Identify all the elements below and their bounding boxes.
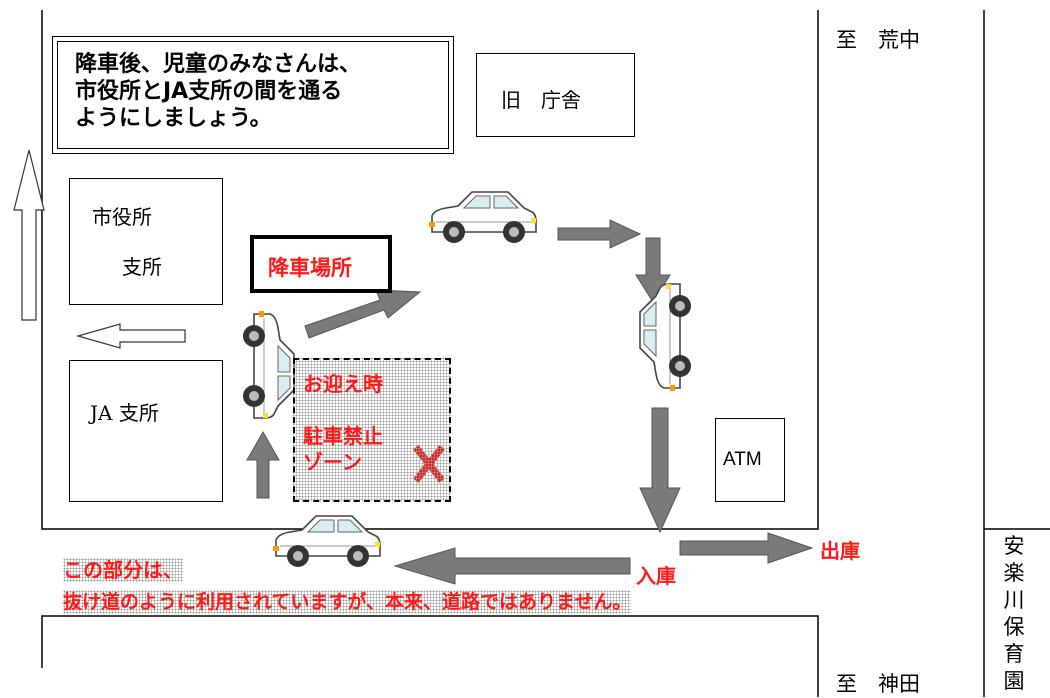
arrow-left-long-icon: [393, 547, 631, 585]
old-office-building: 旧 庁舎: [476, 53, 635, 137]
no-parking-line-3: ゾーン: [303, 450, 362, 474]
ja-branch-label: JA 支所: [90, 401, 159, 425]
car-icon: [428, 191, 537, 244]
ja-branch-building: JA 支所: [69, 360, 223, 502]
nursery-label: 安 楽 川 保 育 園: [1003, 534, 1025, 693]
dropoff-sign: 降車場所: [250, 235, 392, 293]
dropoff-label: 降車場所: [268, 256, 352, 280]
arrow-exit-icon: [679, 532, 814, 564]
city-hall-building: 市役所 支所: [69, 178, 223, 305]
no-parking-zone: お迎え時 駐車禁止 ゾーン: [293, 358, 451, 502]
notice-line-2: 市役所とJA支所の間を通る: [75, 79, 343, 104]
entry-label: 入庫: [636, 564, 676, 588]
road-to-aranaka: 至 荒中: [836, 28, 920, 52]
block-outline: [41, 10, 1050, 697]
atm-label: ATM: [723, 449, 762, 470]
city-hall-label: 市役所: [92, 205, 152, 229]
no-parking-line-2: 駐車禁止: [303, 424, 383, 448]
road-to-kanda: 至 神田: [836, 672, 920, 696]
car-icon: [272, 515, 381, 568]
car-icon: [242, 310, 295, 419]
notice-line-1: 降車後、児童のみなさんは、: [75, 52, 362, 77]
note-line-1: この部分は、: [63, 558, 183, 582]
arrow-diagonal-icon: [304, 289, 422, 339]
car-icon: [639, 283, 692, 392]
arrow-down-long-icon: [639, 407, 681, 534]
notice-line-3: ようにしましょう。: [75, 106, 272, 131]
notice-box: 降車後、児童のみなさんは、 市役所とJA支所の間を通る ようにしましょう。: [52, 36, 454, 154]
arrow-up-icon: [246, 430, 280, 499]
old-office-label: 旧 庁舎: [501, 88, 581, 112]
note-line-2: 抜け道のように利用されていますが、本来、道路ではありません。: [63, 590, 632, 614]
atm-building: ATM: [715, 418, 785, 502]
arrow-up-outline-icon: [13, 149, 45, 321]
arrow-right-icon: [557, 219, 642, 249]
exit-label: 出庫: [820, 539, 860, 563]
no-parking-line-1: お迎え時: [303, 372, 383, 396]
branch-label: 支所: [122, 255, 162, 279]
traffic-arrows: [246, 219, 814, 585]
arrow-left-outline-icon: [75, 323, 186, 349]
